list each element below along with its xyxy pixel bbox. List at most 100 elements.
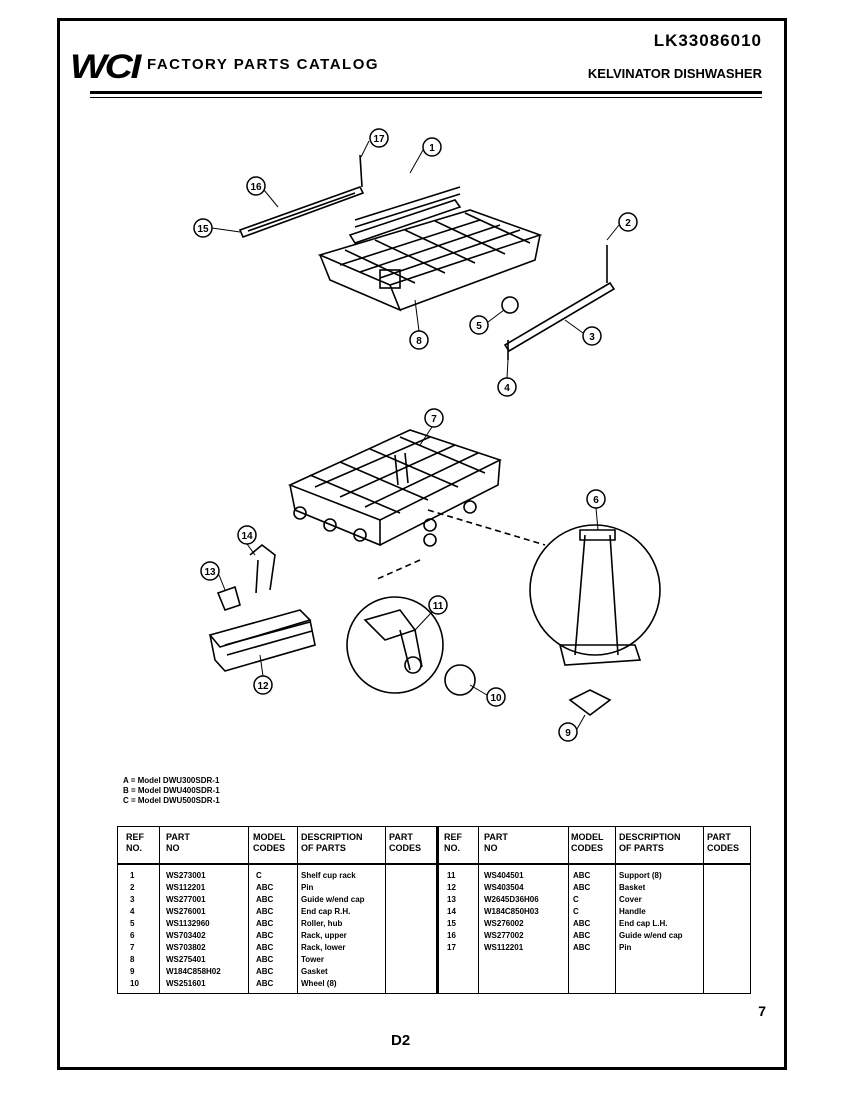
table-cell-ref: 16 [447,931,456,940]
callout-7 [424,408,444,428]
table-cell-codes: ABC [256,943,274,952]
table-cell-codes: ABC [573,919,591,928]
catalog-title: FACTORY PARTS CATALOG [147,56,380,73]
model-legend: A = Model DWU300SDR-1 B = Model DWU400SD… [123,776,220,806]
tower-detail-drawing [529,524,661,666]
wheel-drawing [444,664,476,696]
table-cell-codes: ABC [573,871,591,880]
legend-item: C = Model DWU500SDR-1 [123,796,220,805]
wci-logo: WCI [70,48,141,86]
callout-label: 1 [429,143,435,154]
support-detail-drawing [346,596,444,694]
table-cell-codes: ABC [256,955,274,964]
gasket-drawing [568,689,612,716]
header-part: PART NO [166,832,190,853]
table-cell-ref: 1 [130,871,135,880]
table-cell-part: W2645D36H06 [484,895,539,904]
callout-11 [428,595,448,615]
basket-drawing [208,609,316,672]
table-cell-desc: Shelf cup rack [301,871,356,880]
table-cell-part: WS112201 [484,943,524,952]
callout-label: 16 [250,182,262,193]
table-cell-desc: Pin [301,883,314,892]
table-cell-ref: 2 [130,883,135,892]
table-cell-ref: 4 [130,907,135,916]
header-model-codes: MODEL CODES [571,832,604,853]
table-cell-part: WS277002 [484,931,524,940]
table-cell-desc: Cover [619,895,642,904]
header-ref: REF NO. [444,832,462,853]
right-guide-drawing [501,245,616,360]
table-cell-desc: Pin [619,943,632,952]
upper-rack-drawing [317,186,543,312]
legend-item: A = Model DWU300SDR-1 [123,776,220,785]
table-cell-desc: Roller, hub [301,919,343,928]
callout-10 [486,687,506,707]
table-cell-part: WS703402 [166,931,206,940]
table-cell-ref: 11 [447,871,456,880]
page-number: 7 [758,1003,766,1019]
callout-label: 2 [625,218,631,229]
table-cell-ref: 15 [447,919,456,928]
callout-label: 14 [241,531,253,542]
callout-label: 9 [565,728,571,739]
header-ref: REF NO. [126,832,144,853]
header-rule-thin [90,97,762,98]
callout-5 [469,315,489,335]
table-cell-codes: ABC [573,943,591,952]
table-cell-desc: Handle [619,907,646,916]
table-cell-desc: End cap R.H. [301,907,351,916]
header-part-codes: PART CODES [707,832,740,853]
callout-label: 15 [197,224,209,235]
callout-label: 5 [476,321,482,332]
table-cell-desc: Gasket [301,967,328,976]
table-cell-ref: 14 [447,907,456,916]
table-cell-part: WS403504 [484,883,524,892]
page-code: D2 [391,1032,411,1049]
table-cell-codes: ABC [256,883,274,892]
table-cell-desc: Guide w/end cap [619,931,683,940]
callout-label: 11 [433,601,444,612]
table-cell-desc: Tower [301,955,324,964]
table-cell-codes: ABC [256,931,274,940]
table-cell-codes: C [573,907,579,916]
table-cell-desc: Rack, lower [301,943,346,952]
document-number: LK33086010 [653,31,762,50]
table-cell-codes: C [256,871,262,880]
table-cell-desc: Guide w/end cap [301,895,365,904]
handle-drawing [249,543,276,594]
callout-2 [618,212,638,232]
callout-17 [369,128,389,148]
table-cell-ref: 9 [130,967,135,976]
table-cell-part: WS276002 [484,919,524,928]
table-cell-ref: 12 [447,883,456,892]
callout-9 [558,722,578,742]
table-cell-part: WS112201 [166,883,206,892]
table-cell-codes: ABC [256,907,274,916]
table-cell-part: WS404501 [484,871,524,880]
lower-rack-drawing [287,429,546,581]
exploded-parts-diagram: 1 2 3 4 5 6 7 8 10 11 12 13 14 15 16 17 … [193,128,661,742]
header-part-codes: PART CODES [389,832,422,853]
table-cell-desc: End cap L.H. [619,919,668,928]
callout-16 [246,176,266,196]
table-cell-codes: ABC [573,931,591,940]
table-cell-part: WS273001 [166,871,206,880]
product-name: KELVINATOR DISHWASHER [587,66,762,81]
table-cell-ref: 7 [130,943,135,952]
table-cell-desc: Wheel (8) [301,979,337,988]
table-cell-part: W184C858H02 [166,967,221,976]
cover-drawing [216,585,241,611]
callout-13 [200,561,220,581]
callout-label: 4 [504,383,510,394]
header-rule [90,91,762,94]
table-cell-ref: 13 [447,895,456,904]
table-cell-ref: 17 [447,943,456,952]
table-cell-codes: ABC [573,883,591,892]
callout-1 [422,137,442,157]
callout-label: 6 [593,495,599,506]
header-description: DESCRIPTION OF PARTS [619,832,681,853]
table-cell-ref: 3 [130,895,135,904]
callout-label: 3 [589,332,595,343]
table-cell-codes: C [573,895,579,904]
